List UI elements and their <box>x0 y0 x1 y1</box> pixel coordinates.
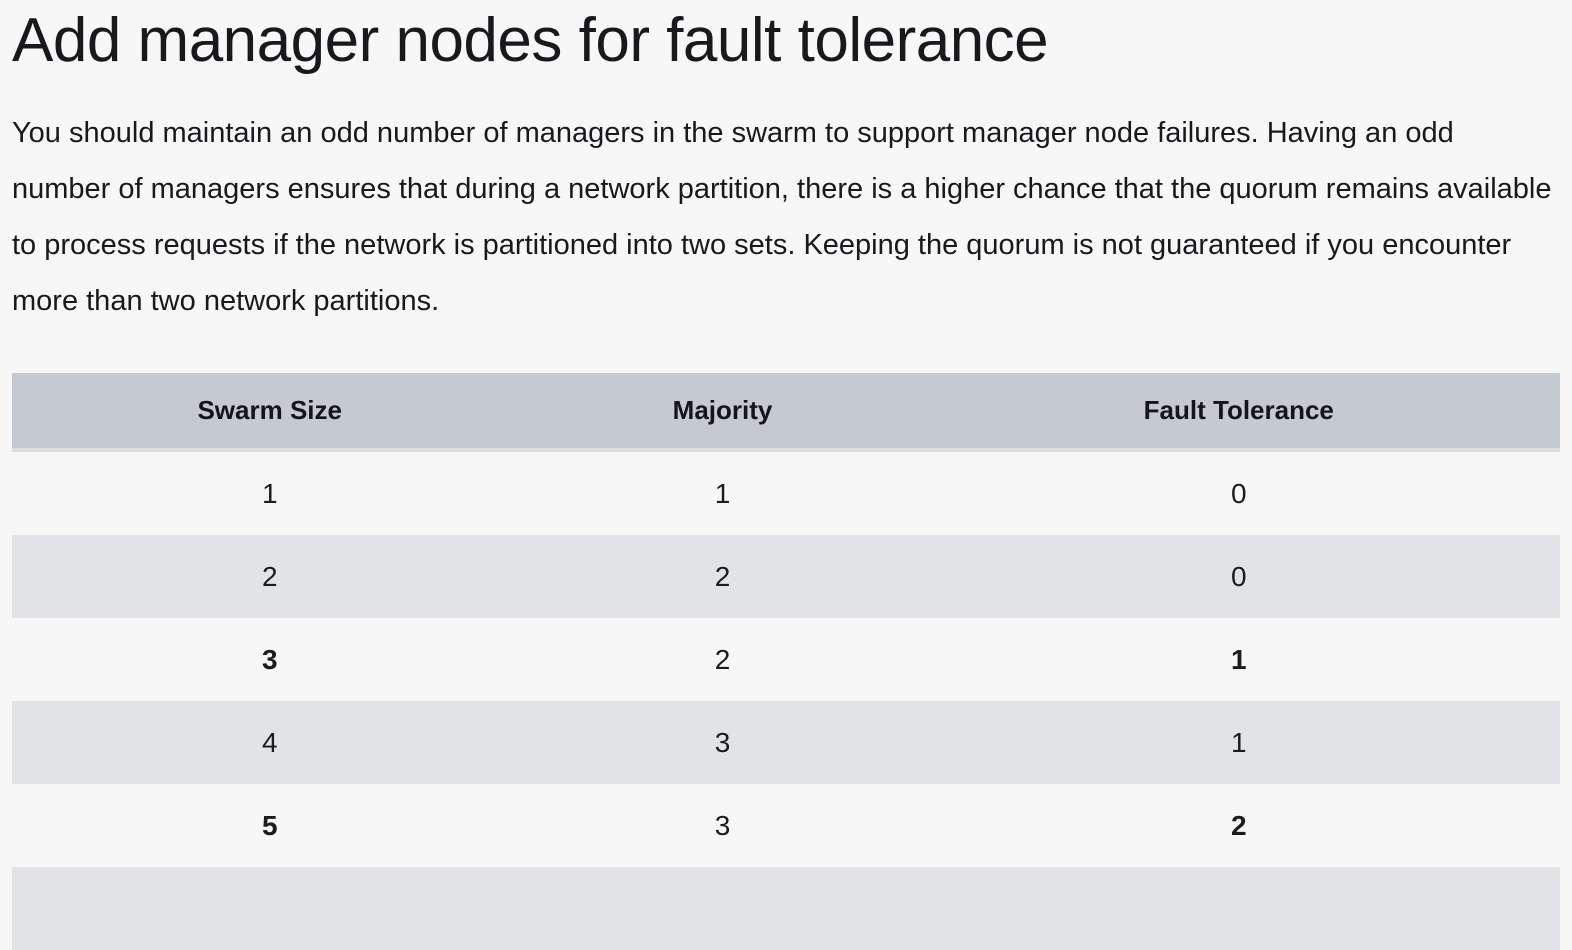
table-row: 3 2 1 <box>12 618 1560 701</box>
table-cell: 2 <box>261 560 278 592</box>
table-cell: 3 <box>261 643 278 675</box>
doc-content: Add manager nodes for fault tolerance Yo… <box>12 0 1560 950</box>
table-cell: 3 <box>714 726 731 758</box>
table-head: Swarm Size Majority Fault Tolerance <box>12 373 1560 453</box>
table-body: 1 1 0 2 2 0 3 2 1 4 3 1 5 3 2 <box>12 452 1560 950</box>
column-header-swarm-size: Swarm Size <box>12 373 528 453</box>
table-header-row: Swarm Size Majority Fault Tolerance <box>12 373 1560 453</box>
table-cell: 1 <box>714 477 731 509</box>
table-cell: 4 <box>261 726 278 758</box>
table-cell: 2 <box>714 560 731 592</box>
fault-tolerance-table: Swarm Size Majority Fault Tolerance 1 1 … <box>12 373 1560 950</box>
table-cell <box>918 867 1560 950</box>
table-row: 2 2 0 <box>12 535 1560 619</box>
table-cell: 2 <box>1230 809 1247 841</box>
column-header-majority: Majority <box>527 373 918 453</box>
table-cell: 1 <box>261 477 278 509</box>
table-cell: 0 <box>1230 477 1247 509</box>
table-cell: 1 <box>1230 726 1247 758</box>
table-cell <box>527 867 917 950</box>
column-header-fault-tolerance: Fault Tolerance <box>917 373 1560 453</box>
table-cell: 1 <box>1230 643 1247 675</box>
table-cell: 0 <box>1230 560 1247 592</box>
page-title: Add manager nodes for fault tolerance <box>12 6 1049 75</box>
table-row: 4 3 1 <box>12 701 1560 785</box>
table-cell <box>12 867 527 950</box>
intro-paragraph: You should maintain an odd number of man… <box>12 117 1552 318</box>
table-cell: 3 <box>714 809 731 841</box>
table-cell: 2 <box>714 643 731 675</box>
table-row <box>12 867 1560 950</box>
table-cell: 5 <box>261 809 278 841</box>
table-row: 1 1 0 <box>12 452 1560 535</box>
table-row: 5 3 2 <box>12 784 1560 867</box>
